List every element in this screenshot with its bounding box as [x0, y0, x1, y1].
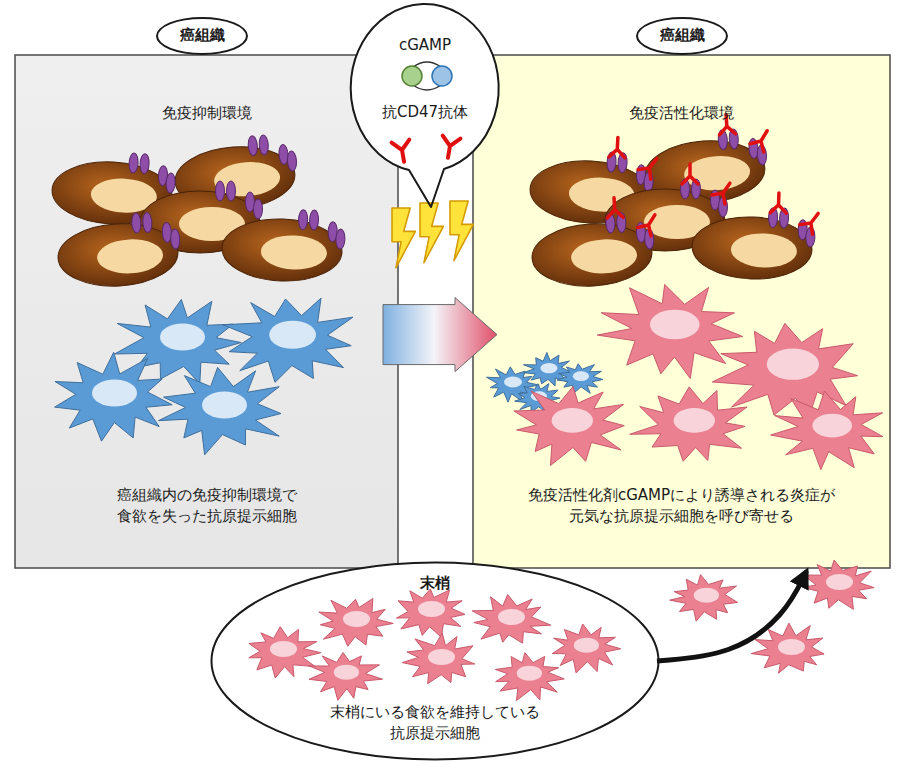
cancer-cell — [221, 207, 346, 283]
heading-oval: 癌組織 — [636, 17, 728, 55]
tissue-panel: 免疫活性化環境免疫活性化剤cGAMPにより誘導される炎症が 元気な抗原提示細胞を… — [473, 55, 890, 568]
apc-active — [597, 284, 742, 378]
apc-active — [712, 323, 857, 415]
cancer-cell — [691, 190, 825, 282]
apc-suppressed — [223, 298, 353, 382]
panel-background — [473, 55, 890, 568]
periphery-heading: 末梢 — [420, 573, 450, 595]
apc-active — [396, 589, 465, 637]
section-label: 癌組織 — [660, 25, 705, 47]
cancer-cell — [529, 195, 665, 289]
panel-heading: 免疫抑制環境 — [162, 103, 252, 125]
suppressed-apc-cells — [55, 298, 603, 455]
cancer-cell — [56, 211, 182, 289]
apc-active — [630, 387, 747, 461]
agent-label: 抗CD47抗体 — [382, 102, 468, 124]
lightning-bolts — [392, 201, 473, 268]
active-apc-cells — [249, 284, 883, 700]
apc-active — [249, 627, 321, 678]
apc-active — [495, 653, 564, 701]
panel-heading: 免疫活性化環境 — [629, 103, 734, 125]
apc-suppressed — [158, 367, 281, 454]
apc-suppressed — [55, 352, 173, 441]
apc-active — [552, 624, 620, 673]
recruit-arrow — [657, 571, 807, 661]
agent-label: cGAMP — [399, 35, 451, 57]
cgamp-icon — [402, 62, 452, 90]
bubble-fill — [351, 4, 499, 207]
apc-active — [309, 653, 383, 701]
panel-caption: 癌組織内の免疫抑制環境で 食欲を失った抗原提示細胞 — [77, 485, 337, 529]
apc-active — [472, 595, 551, 644]
apc-active — [771, 391, 883, 470]
heading-oval: 癌組織 — [156, 17, 248, 55]
apc-active — [319, 599, 393, 647]
panel-caption: 免疫活性化剤cGAMPにより誘導される炎症が 元気な抗原提示細胞を呼び寄せる — [492, 485, 872, 529]
apc-active — [514, 386, 624, 465]
antibody-icon — [392, 136, 461, 164]
transition-arrow — [383, 298, 497, 372]
apc-active — [670, 575, 738, 622]
periphery-caption: 末梢にいる食欲を維持している 抗原提示細胞 — [305, 702, 565, 746]
periphery-ellipse: 末梢末梢にいる食欲を維持している 抗原提示細胞 — [210, 561, 660, 761]
speech-bubble: cGAMP 抗CD47抗体 — [349, 2, 501, 207]
apc-active — [803, 560, 874, 609]
periphery-fill — [211, 562, 659, 760]
section-label: 癌組織 — [180, 25, 225, 47]
panel-background — [15, 55, 398, 568]
apc-suppressed — [557, 364, 603, 394]
tissue-panel: 免疫抑制環境癌組織内の免疫抑制環境で 食欲を失った抗原提示細胞癌組織 — [15, 55, 398, 568]
apc-active — [402, 633, 474, 684]
